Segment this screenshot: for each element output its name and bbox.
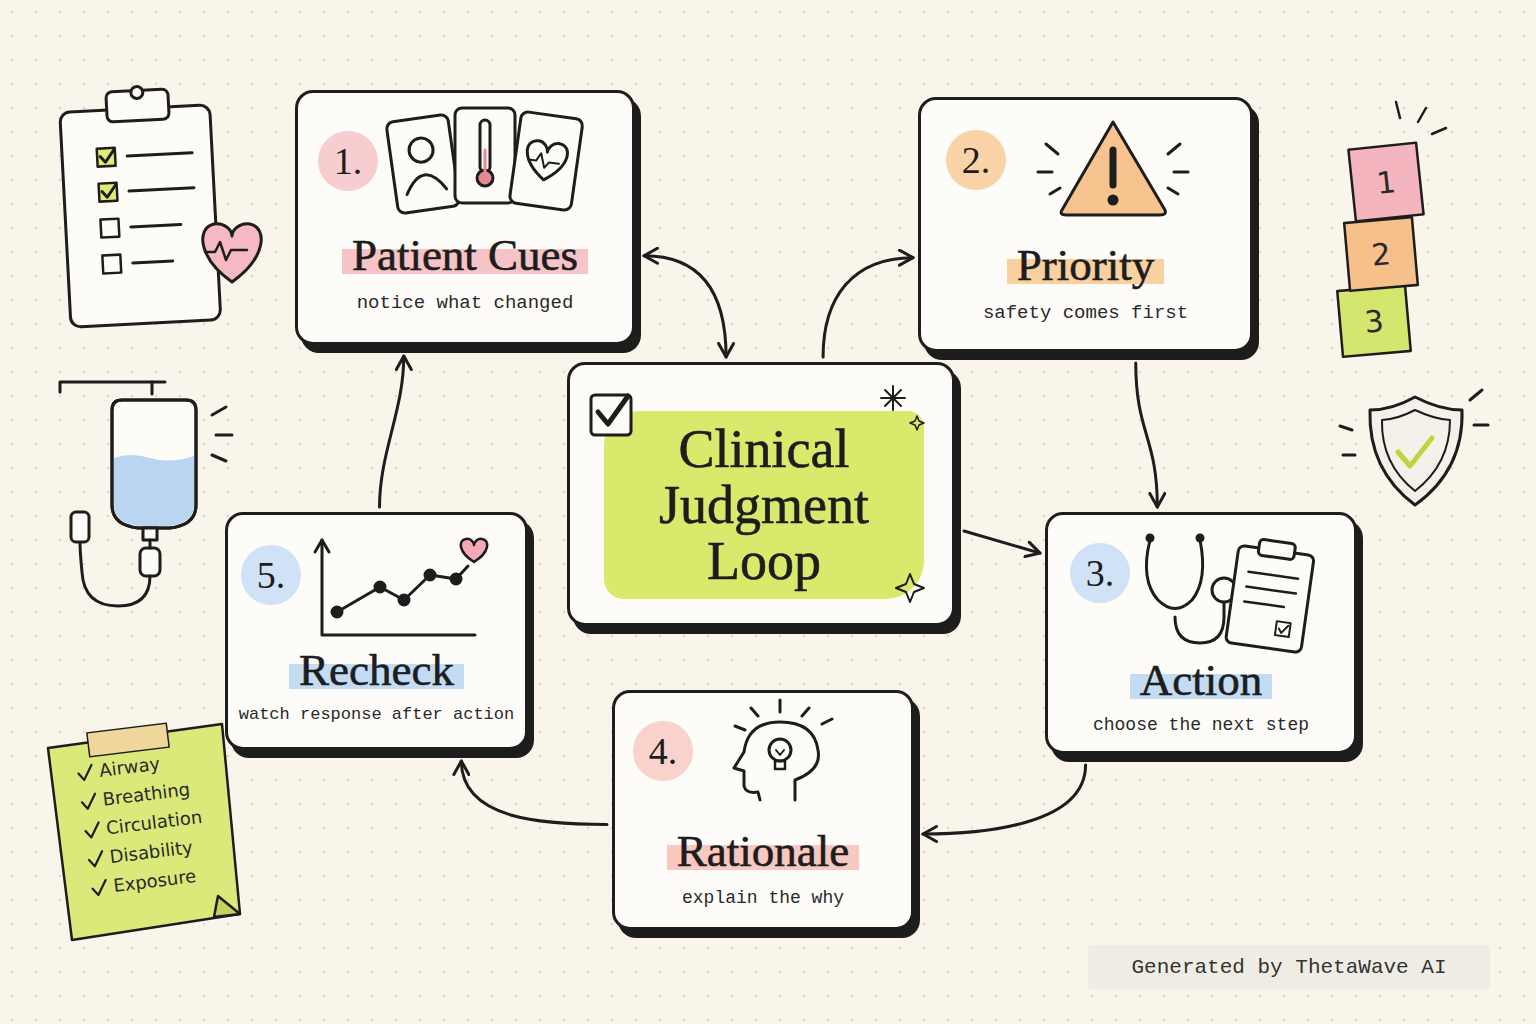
step-number: 1.: [318, 131, 378, 191]
watermark: Generated by ThetaWave AI: [1088, 945, 1490, 989]
step-number: 2.: [946, 130, 1006, 190]
step-number: 3.: [1070, 543, 1130, 603]
step-box: 3.Action choose the next step: [1045, 512, 1357, 754]
step-box: 2.Priority safety comes first: [918, 97, 1253, 352]
shield-icon: [1340, 390, 1488, 505]
step-box: 1. Patient Cues notice what changed: [295, 90, 635, 345]
step-heading: Patient Cues: [342, 228, 588, 282]
trend-chart-icon: [315, 539, 487, 635]
step-subtitle: watch response after action: [228, 702, 525, 728]
step-box: 4. Rationale explain the why: [612, 690, 914, 930]
connector-arrow: [823, 258, 913, 357]
connector-arrow: [1136, 363, 1158, 507]
step-heading: Recheck: [289, 643, 464, 697]
step-subtitle: notice what changed: [298, 290, 632, 316]
step-number: 5.: [241, 545, 301, 605]
step-subtitle: explain the why: [615, 885, 911, 911]
clipboard-icon: [59, 83, 262, 328]
idea-head-icon: [734, 700, 832, 800]
step-number: 4.: [633, 721, 693, 781]
center-title: Clinical Judgment Loop: [604, 411, 924, 599]
heading-row: Patient Cues: [298, 225, 632, 285]
sticky-number: 2: [1354, 227, 1408, 281]
step-heading: Priority: [1007, 238, 1165, 292]
step-box: 5. Recheck watch response after action: [225, 512, 528, 750]
checklist-item: Breathing: [101, 777, 191, 812]
step-subtitle: safety comes first: [921, 300, 1250, 326]
sticky-number: 3: [1347, 294, 1401, 348]
step-heading: Action: [1130, 653, 1272, 707]
abcde-sticky-note: [48, 723, 240, 940]
connector-arrow: [644, 256, 726, 357]
step-heading: Rationale: [667, 824, 859, 878]
checklist-item: Airway: [98, 752, 162, 783]
connector-arrow: [964, 531, 1040, 553]
connector-arrow: [461, 761, 607, 824]
center-box: Clinical Judgment Loop: [567, 362, 955, 626]
priority-sticky-notes: [1337, 102, 1446, 357]
watermark-badge: [1088, 945, 1490, 989]
stethoscope-clipboard-icon: [1146, 535, 1315, 653]
heading-row: Priority: [921, 235, 1250, 295]
step-subtitle: choose the next step: [1048, 712, 1354, 738]
iv-bag-icon: [60, 382, 232, 606]
sticky-number: 1: [1359, 155, 1414, 210]
heading-row: Rationale: [615, 821, 911, 881]
connector-arrow: [923, 765, 1086, 834]
checklist-item: Circulation: [105, 805, 204, 841]
heading-row: Action: [1048, 650, 1354, 710]
patient-cards-icon: [386, 108, 583, 214]
checklist-item: Disability: [108, 835, 194, 869]
warning-triangle-icon: [1038, 122, 1188, 215]
checklist-item: Exposure: [112, 864, 198, 898]
checklist-note: AirwayBreathingCirculationDisabilityExpo…: [74, 741, 261, 911]
connector-arrow: [380, 356, 404, 507]
center-decorations: [591, 386, 924, 602]
heading-row: Recheck: [228, 640, 525, 700]
